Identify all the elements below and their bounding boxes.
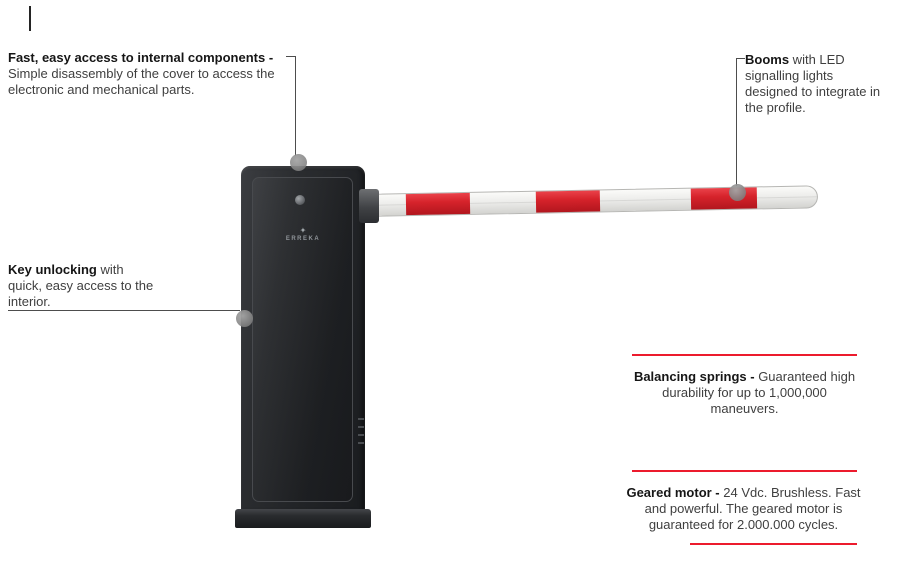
red-divider-geared-motor-bottom — [690, 543, 857, 545]
callout-line-key-unlocking — [8, 310, 240, 311]
cabinet-vent-slot — [358, 426, 364, 428]
annotation-internal-components: Fast, easy access to internal components… — [8, 50, 300, 98]
barrier-boom-arm — [361, 185, 819, 217]
cabinet-vent-slot — [358, 442, 364, 444]
brand-logo: ✦ ERREKA — [241, 227, 365, 243]
barrier-cabinet-base — [235, 509, 371, 528]
barrier-cabinet — [241, 166, 365, 512]
annotation-key-unlocking: Key unlocking with quick, easy access to… — [8, 262, 160, 310]
callout-line-booms-horizontal — [736, 58, 745, 59]
callout-line-internal-components-vertical — [295, 56, 296, 156]
top-left-tick-line — [29, 6, 31, 31]
boom-red-stripe — [535, 190, 601, 213]
annotation-internal-components-text: Simple disassembly of the cover to acces… — [8, 66, 275, 97]
annotation-key-unlocking-text: with quick, easy access to the interior. — [8, 262, 154, 309]
annotation-balancing-springs-text: Guaranteed high durability for up to 1,0… — [662, 369, 856, 416]
red-divider-geared-motor-top — [632, 470, 857, 472]
boom-mounting-hub — [359, 189, 379, 223]
annotation-geared-motor-title: Geared motor - — [626, 485, 720, 500]
marker-dot-booms — [729, 184, 746, 201]
boom-red-stripe — [690, 187, 758, 210]
annotation-balancing-springs: Balancing springs - Guaranteed high dura… — [630, 369, 859, 417]
barrier-cabinet-door-panel — [252, 177, 353, 502]
marker-dot-internal-components — [290, 154, 307, 171]
keyhole-icon — [295, 195, 305, 205]
annotation-geared-motor: Geared motor - 24 Vdc. Brushless. Fast a… — [626, 485, 861, 533]
annotation-booms-title: Booms — [745, 52, 790, 67]
brand-logo-text: ERREKA — [285, 236, 321, 242]
cabinet-vent-slot — [358, 434, 364, 436]
cabinet-vent-slot — [358, 418, 364, 420]
marker-dot-key-unlocking — [236, 310, 253, 327]
annotation-balancing-springs-title: Balancing springs - — [633, 369, 755, 384]
callout-line-booms-vertical — [736, 58, 737, 186]
callout-line-internal-components-horizontal — [286, 56, 296, 57]
red-divider-balancing-springs-top — [632, 354, 857, 356]
boom-red-stripe — [405, 192, 471, 216]
annotation-key-unlocking-title: Key unlocking — [8, 262, 97, 277]
annotation-geared-motor-text: 24 Vdc. Brushless. Fast and powerful. Th… — [644, 485, 861, 532]
annotation-booms: Booms with LED signalling lights designe… — [745, 52, 885, 116]
brand-logo-icon: ✦ — [299, 226, 307, 235]
annotation-booms-text: with LED signalling lights designed to i… — [745, 52, 881, 115]
annotation-internal-components-title: Fast, easy access to internal components… — [8, 50, 274, 65]
